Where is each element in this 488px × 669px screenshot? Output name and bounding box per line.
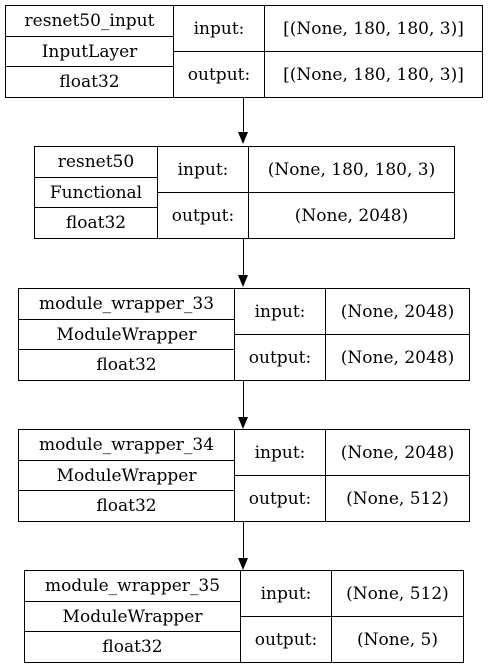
input-label: input: (193, 18, 245, 39)
io-labels: input: output: (158, 147, 249, 238)
io-labels: input: output: (235, 289, 326, 380)
output-shape: (None, 5) (332, 616, 463, 662)
layer-meta: resnet50_input InputLayer float32 (6, 6, 174, 97)
input-label: input: (254, 442, 306, 463)
output-label: output: (235, 475, 325, 521)
output-shape: (None, 2048) (249, 192, 454, 238)
layer-type: InputLayer (6, 35, 173, 67)
input-label: input: (254, 301, 306, 322)
layer-dtype: float32 (35, 207, 157, 238)
layer-dtype: float32 (19, 349, 234, 380)
layer-node-module-wrapper-34: module_wrapper_34 ModuleWrapper float32 … (18, 429, 470, 522)
input-shape: (None, 2048) (340, 442, 455, 463)
layer-meta: module_wrapper_34 ModuleWrapper float32 (19, 430, 235, 521)
output-shape: (None, 512) (326, 475, 469, 521)
output-label: output: (235, 334, 325, 380)
layer-node-module-wrapper-33: module_wrapper_33 ModuleWrapper float32 … (18, 288, 470, 381)
layer-type: ModuleWrapper (19, 318, 234, 350)
input-shape: (None, 180, 180, 3) (267, 159, 436, 180)
output-shape: (None, 2048) (326, 334, 469, 380)
layer-name: module_wrapper_33 (38, 293, 215, 314)
io-labels: input: output: (241, 571, 332, 662)
input-label: input: (177, 159, 229, 180)
output-label: output: (241, 616, 331, 662)
io-values: (None, 180, 180, 3) (None, 2048) (249, 147, 454, 238)
output-label: output: (158, 192, 248, 238)
layer-name: resnet50_input (24, 10, 155, 31)
io-values: (None, 2048) (None, 2048) (326, 289, 469, 380)
output-label: output: (174, 51, 264, 97)
io-values: (None, 512) (None, 5) (332, 571, 463, 662)
layer-dtype: float32 (25, 631, 240, 662)
io-labels: input: output: (174, 6, 265, 97)
layer-meta: resnet50 Functional float32 (35, 147, 158, 238)
layer-dtype: float32 (6, 66, 173, 97)
layer-type: Functional (35, 176, 157, 208)
input-label: input: (260, 583, 312, 604)
input-shape: (None, 2048) (340, 301, 455, 322)
layer-type: ModuleWrapper (19, 459, 234, 491)
io-values: [(None, 180, 180, 3)] [(None, 180, 180, … (265, 6, 482, 97)
layer-node-resnet50: resnet50 Functional float32 input: outpu… (34, 146, 455, 239)
output-shape: [(None, 180, 180, 3)] (265, 51, 482, 97)
io-labels: input: output: (235, 430, 326, 521)
input-shape: (None, 512) (346, 583, 449, 604)
layer-name: module_wrapper_35 (44, 575, 221, 596)
layer-name: module_wrapper_34 (38, 434, 215, 455)
layer-meta: module_wrapper_35 ModuleWrapper float32 (25, 571, 241, 662)
layer-meta: module_wrapper_33 ModuleWrapper float32 (19, 289, 235, 380)
layer-type: ModuleWrapper (25, 600, 240, 632)
layer-dtype: float32 (19, 490, 234, 521)
input-shape: [(None, 180, 180, 3)] (283, 18, 464, 39)
io-values: (None, 2048) (None, 512) (326, 430, 469, 521)
layer-name: resnet50 (57, 151, 135, 172)
layer-node-resnet50-input: resnet50_input InputLayer float32 input:… (5, 5, 483, 98)
layer-node-module-wrapper-35: module_wrapper_35 ModuleWrapper float32 … (24, 570, 464, 663)
